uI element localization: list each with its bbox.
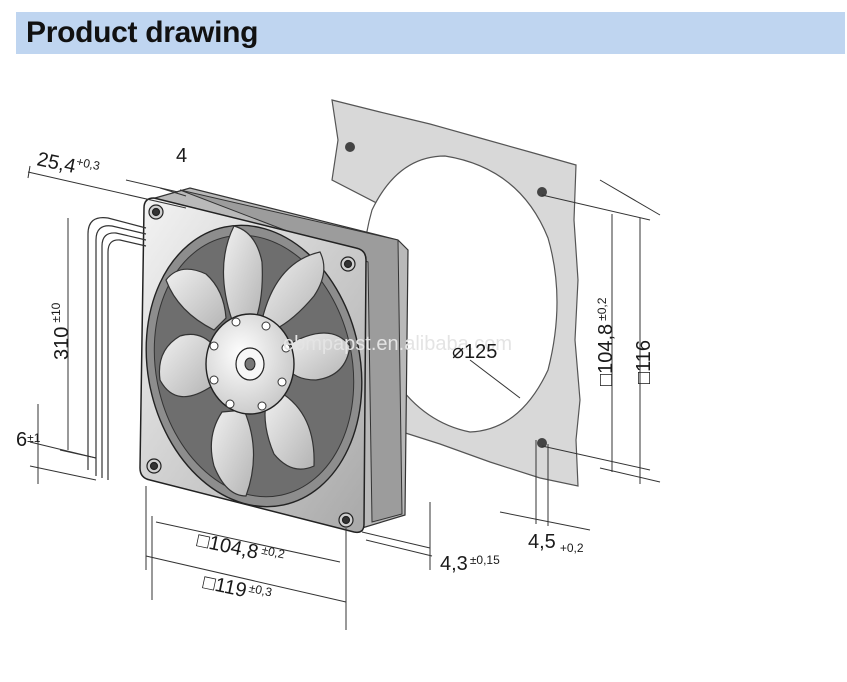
panel-hole-tl (345, 142, 355, 152)
dim-cutout-dia: ⌀125 (452, 341, 497, 363)
dim-depth: 25,4+0,3 (35, 146, 102, 183)
section-header: Product drawing (16, 12, 845, 54)
dimension-lines (27, 165, 661, 630)
fan-cables (87, 216, 147, 480)
panel-hole-br (537, 438, 547, 448)
watermark-text: ebmpapst.en.alibaba.com (283, 333, 512, 355)
dim-cable-length: 310±10 (49, 302, 73, 360)
hub-rivets (209, 317, 291, 411)
fan-hub-axle (244, 357, 256, 371)
dim-hole-dia: 4,3±0,15 (440, 553, 500, 575)
fan-blade-3 (285, 332, 351, 381)
product-drawing: ebmpapst.en.alibaba.com 25,4+0,3 4 310±1… (16, 99, 661, 630)
dim-cable-strip: 6±1 (16, 429, 41, 451)
panel-hole-tr (537, 187, 547, 197)
dim-hole-spacing-panel: □104,8±0,2 (595, 297, 617, 386)
fan-blade-7 (165, 268, 227, 331)
dim-panel-hole: 4,5+0,2 (528, 531, 584, 555)
fan-corner-holes (146, 204, 356, 528)
dim-lip: 4 (176, 145, 187, 167)
fan-blade-2 (261, 251, 325, 331)
panel-cutout (362, 155, 558, 433)
fan-blade-4 (264, 391, 315, 470)
fan-blade-1 (222, 225, 263, 325)
fan-blade-6 (158, 333, 215, 398)
fan-impeller (158, 225, 351, 497)
section-title: Product drawing (26, 16, 259, 49)
dim-hole-spacing-front: □104,8±0,2 (195, 529, 286, 569)
dim-panel-size: □116 (633, 340, 655, 384)
fan-blade-5 (210, 409, 255, 497)
